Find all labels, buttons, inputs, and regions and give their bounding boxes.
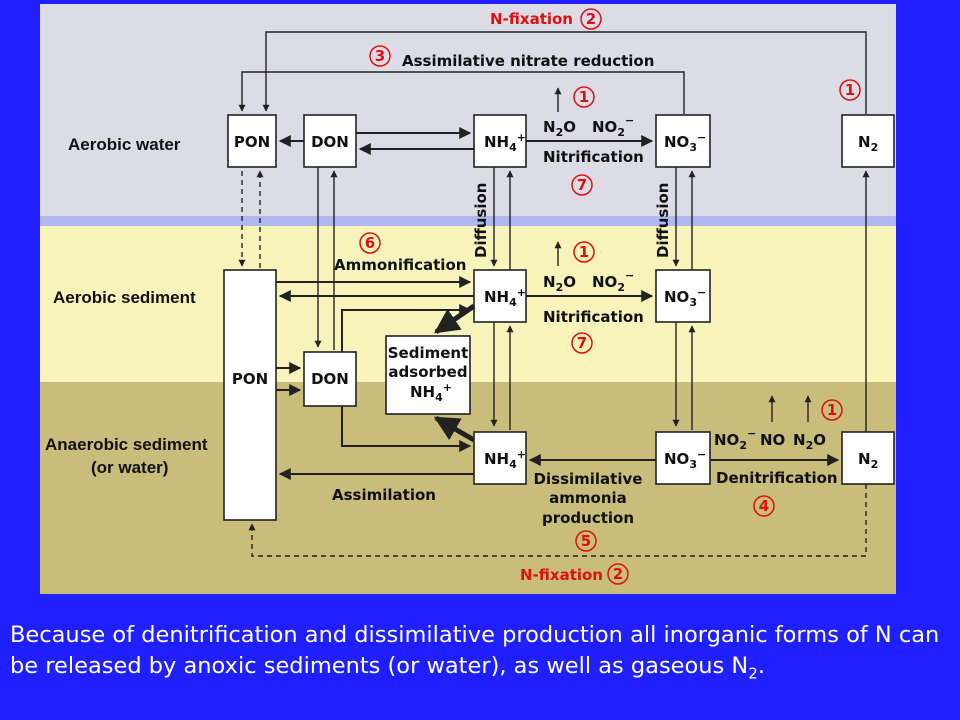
marker-1-n2-top <box>839 79 861 101</box>
marker-2-top-text: 2 <box>586 10 596 28</box>
n2o-label-mid: N2O <box>543 273 576 294</box>
denitrification-label: Denitrification <box>716 469 838 487</box>
dissimilative-label-1: Dissimilative <box>534 470 643 488</box>
assimilative-nitrate-reduction-label: Assimilative nitrate reduction <box>402 52 654 70</box>
no2-label-top: NO2− <box>592 114 634 139</box>
diffusion-label-no3: Diffusion <box>654 183 672 258</box>
marker-7-top <box>571 174 593 196</box>
no3-label-sediment: NO3− <box>664 286 706 309</box>
marker-7-mid-text: 7 <box>577 334 587 352</box>
no3-box-sediment <box>655 269 711 323</box>
aerobic-water-zone <box>40 4 896 216</box>
don-label-sediment: DON <box>311 370 349 388</box>
marker-3 <box>369 45 391 67</box>
anaerobic-sediment-zone <box>40 382 896 594</box>
marker-5-text: 5 <box>581 532 591 550</box>
no3-label-water: NO3− <box>664 131 706 154</box>
diffusion-label-nh4: Diffusion <box>472 183 490 258</box>
slide-caption: Because of denitrification and dissimila… <box>10 620 950 690</box>
don-box-water <box>303 114 357 168</box>
nitrification-label-top: Nitrification <box>543 148 644 166</box>
assimilation-label: Assimilation <box>332 486 436 504</box>
nh4-label-water: NH4+ <box>484 131 526 154</box>
nh4-box-water <box>473 114 527 168</box>
marker-1-denitrification <box>821 399 843 421</box>
arrow-nh4-to-adsorbed <box>433 303 476 335</box>
marker-1-nitrification-top <box>573 86 595 108</box>
no-label-denitrification: NO <box>760 431 785 449</box>
no3-label-anaerobic: NO3− <box>664 448 706 471</box>
pon-label-water: PON <box>234 133 270 151</box>
n2-box-water <box>841 114 895 168</box>
n2o-label-top: N2O <box>543 118 576 139</box>
sediment-adsorbed-line1: Sediment <box>388 344 469 362</box>
marker-4-text: 4 <box>759 497 769 515</box>
pon-box-water <box>227 114 277 168</box>
marker-6-text: 6 <box>365 234 375 252</box>
sediment-adsorbed-line3: NH4+ <box>410 381 452 404</box>
n2-box-anaerobic <box>841 431 895 485</box>
caption-end: . <box>757 653 765 679</box>
no2-label-mid: NO2− <box>592 269 634 294</box>
n-fixation-arrow-bottom <box>248 484 867 557</box>
nh4-label-sediment: NH4+ <box>484 286 526 309</box>
assimilative-nitrate-reduction-arrow <box>238 71 685 114</box>
marker-5 <box>575 530 597 552</box>
marker-4 <box>753 495 775 517</box>
marker-1-n2-top-text: 1 <box>845 81 855 99</box>
marker-1-nitrification-mid-text: 1 <box>579 243 589 261</box>
marker-7-mid <box>571 332 593 354</box>
n-fixation-label-top: N-fixation <box>490 10 573 28</box>
marker-3-text: 3 <box>375 47 385 65</box>
marker-1-nitrification-top-text: 1 <box>579 88 589 106</box>
don-box-sediment <box>303 351 357 407</box>
don-label-water: DON <box>311 133 349 151</box>
nh4-box-anaerobic <box>473 431 527 485</box>
n2o-label-denitrification: N2O <box>793 431 826 452</box>
zone-label-or-water: (or water) <box>91 458 168 477</box>
zone-label-aerobic-sediment: Aerobic sediment <box>53 288 196 307</box>
marker-6 <box>359 232 381 254</box>
arrow-don-to-nh4-anaerobic <box>341 406 472 452</box>
caption-text: Because of denitrification and dissimila… <box>10 622 940 679</box>
marker-2-bottom-text: 2 <box>613 565 623 583</box>
sediment-adsorbed-line2: adsorbed <box>388 363 467 381</box>
n2-label-anaerobic: N2 <box>858 450 878 471</box>
marker-1-nitrification-mid <box>573 241 595 263</box>
n-fixation-label-bottom: N-fixation <box>520 566 603 584</box>
marker-2-bottom <box>607 563 629 585</box>
arrow-adsorbed-to-nh4 <box>433 415 476 443</box>
nh4-box-sediment <box>473 269 527 323</box>
no3-box-water <box>655 114 711 168</box>
caption-subscript: 2 <box>748 664 758 683</box>
marker-2-top <box>580 8 602 30</box>
n2-label-water: N2 <box>858 133 878 154</box>
ammonification-label: Ammonification <box>334 256 466 274</box>
zone-label-aerobic-water: Aerobic water <box>68 135 181 154</box>
sediment-adsorbed-nh4-box <box>385 335 471 415</box>
dissimilative-label-3: production <box>542 509 634 527</box>
arrow-don-to-nh4-sediment <box>341 304 472 352</box>
no3-box-anaerobic <box>655 431 711 485</box>
oxic-boundary-band <box>40 216 896 226</box>
pon-label-sediment: PON <box>232 370 268 388</box>
dissimilative-label-2: ammonia <box>549 489 627 507</box>
marker-1-denitrification-text: 1 <box>827 401 837 419</box>
nh4-label-anaerobic: NH4+ <box>484 448 526 471</box>
nitrification-label-mid: Nitrification <box>543 308 644 326</box>
marker-7-top-text: 7 <box>577 176 587 194</box>
pon-box-sediment <box>223 269 277 521</box>
no2-label-denitrification: NO2− <box>714 427 756 452</box>
zone-label-anaerobic-sediment: Anaerobic sediment <box>45 435 208 454</box>
